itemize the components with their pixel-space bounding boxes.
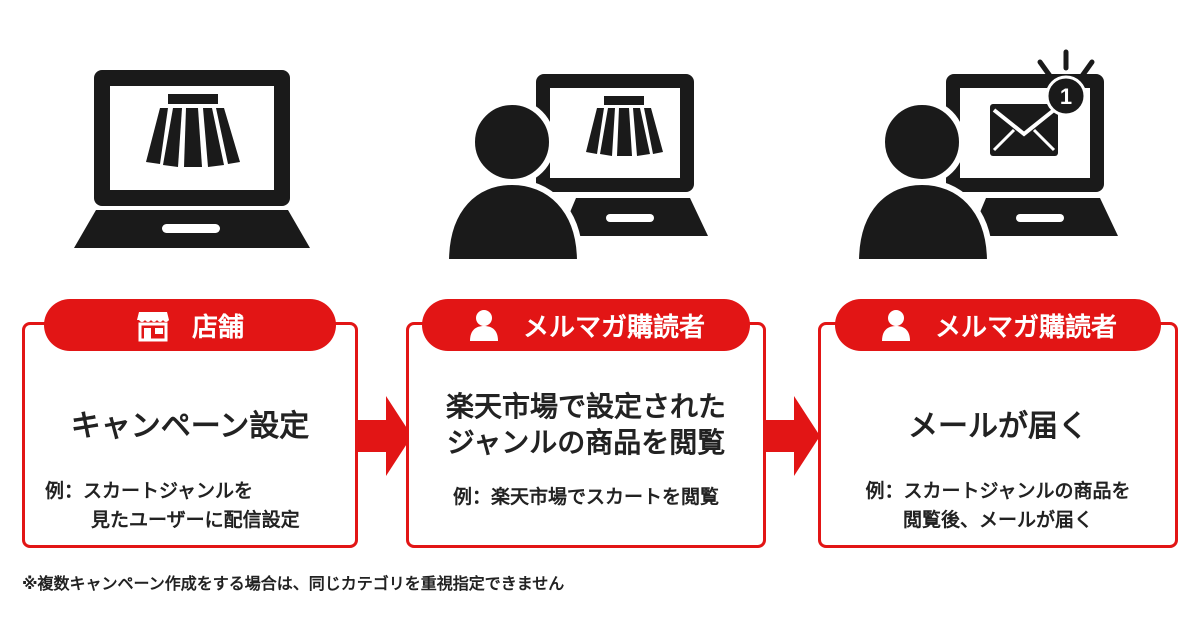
role-badge-subscriber: メルマガ購読者 <box>835 299 1161 351</box>
role-label: メルマガ購読者 <box>522 312 705 343</box>
step-heading: 楽天市場で設定された ジャンルの商品を閲覧 <box>445 390 726 460</box>
user-icon <box>879 308 913 342</box>
footnote: ※複数キャンペーン作成をする場合は、同じカテゴリを重視指定できません <box>22 574 565 593</box>
step-store-setup: 店舗 キャンペーン設定 例：スカートジャンルを 見たユーザーに配信設定 <box>22 299 358 548</box>
svg-text:1: 1 <box>1060 84 1072 109</box>
store-icon <box>136 308 170 342</box>
notification-badge: 1 <box>1037 49 1095 117</box>
role-badge-subscriber: メルマガ購読者 <box>422 299 750 351</box>
step-example: 例：スカートジャンルの商品を 閲覧後、メールが届く <box>865 480 1131 531</box>
step-receive-mail: メルマガ購読者 メールが届く 例：スカートジャンルの商品を 閲覧後、メールが届く <box>818 299 1178 548</box>
envelope-icon <box>990 104 1058 156</box>
flow-arrow-1 <box>356 396 412 476</box>
role-label: 店舗 <box>191 312 244 343</box>
illustrations: 1 <box>74 49 1118 265</box>
step-example: 例：スカートジャンルを 見たユーザーに配信設定 <box>45 480 300 531</box>
role-label: メルマガ購読者 <box>934 312 1117 343</box>
step-heading: メールが届く <box>908 409 1088 444</box>
step-example: 例：楽天市場でスカートを閲覧 <box>452 486 719 508</box>
role-badge-store: 店舗 <box>44 299 336 351</box>
step-browse-products: メルマガ購読者 楽天市場で設定された ジャンルの商品を閲覧 例：楽天市場でスカー… <box>406 299 766 548</box>
user-icon <box>467 308 501 342</box>
user-receives-mail-icon: 1 <box>852 49 1118 265</box>
flow-arrow-2 <box>764 396 820 476</box>
user-browsing-skirt-icon <box>442 74 708 265</box>
laptop-skirt-icon <box>74 70 310 248</box>
step-heading: キャンペーン設定 <box>70 409 310 444</box>
